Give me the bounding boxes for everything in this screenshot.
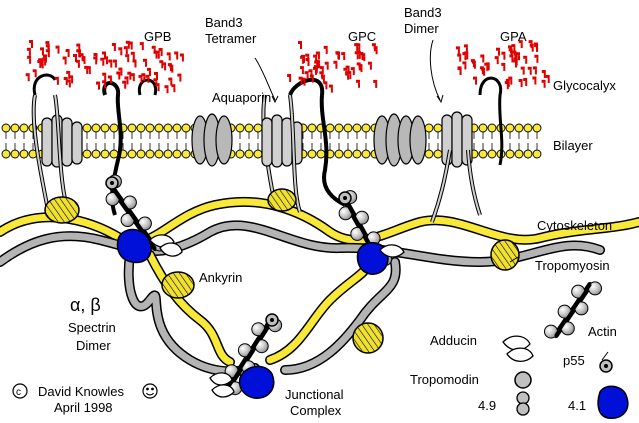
band41-proteins	[116, 228, 389, 399]
label-gpa: GPA	[500, 29, 527, 44]
label-ankyrin: Ankyrin	[199, 270, 242, 285]
label-tropomyosin: Tropomyosin	[535, 258, 610, 273]
label-band49: 4.9	[478, 398, 496, 413]
p55-legend-icon	[599, 359, 613, 373]
label-alpha-beta: α, β	[70, 295, 101, 315]
aquaporin-left	[191, 113, 233, 167]
label-junctional-1: Junctional	[285, 387, 344, 402]
label-actin: Actin	[588, 324, 617, 339]
annotation-arrows	[254, 39, 609, 361]
band49-legend-icon	[516, 391, 530, 416]
label-glycocalyx: Glycocalyx	[553, 78, 616, 93]
label-credit-2: April 1998	[54, 400, 113, 415]
label-band3-tetramer-1: Band3	[205, 15, 243, 30]
label-band3-dimer-1: Band3	[404, 5, 442, 20]
glycocalyx-glycans	[25, 40, 550, 94]
label-aquaporin: Aquaporin	[212, 90, 271, 105]
label-gpc: GPC	[348, 29, 376, 44]
adducin-proteins	[149, 234, 405, 398]
tropomyosin-example	[544, 281, 602, 339]
smiley-icon	[142, 383, 158, 399]
label-spectrin-2: Dimer	[76, 338, 111, 353]
lipid-bilayer	[0, 123, 639, 159]
tropomodin-legend-icon	[514, 371, 532, 389]
copyright-icon: c	[12, 383, 28, 399]
band3-dimer	[430, 111, 482, 223]
adducin-legend-icon	[502, 335, 534, 363]
label-band41: 4.1	[568, 398, 586, 413]
diagram-labels: GPB Band3 Tetramer GPC Band3 Dimer GPA G…	[12, 5, 617, 418]
aquaporin-right	[373, 113, 427, 167]
ankyrin-proteins	[44, 188, 520, 354]
ankyrin-protein	[161, 271, 195, 299]
label-spectrin-1: Spectrin	[68, 320, 116, 335]
label-gpb: GPB	[144, 29, 171, 44]
svg-text:c: c	[16, 387, 21, 398]
band3-left	[31, 94, 83, 216]
label-band3-tetramer-2: Tetramer	[205, 31, 257, 46]
label-bilayer: Bilayer	[553, 138, 593, 153]
label-p55: p55	[563, 353, 585, 368]
label-tropomodin: Tropomodin	[410, 372, 479, 387]
label-junctional-2: Complex	[290, 403, 342, 418]
band41-legend-icon	[597, 385, 629, 419]
band3-tetramer	[261, 94, 303, 213]
label-adducin: Adducin	[430, 333, 477, 348]
label-cytoskeleton: Cytoskeleton	[537, 218, 612, 233]
label-credit-1: David Knowles	[38, 384, 124, 399]
label-band3-dimer-2: Dimer	[404, 21, 439, 36]
